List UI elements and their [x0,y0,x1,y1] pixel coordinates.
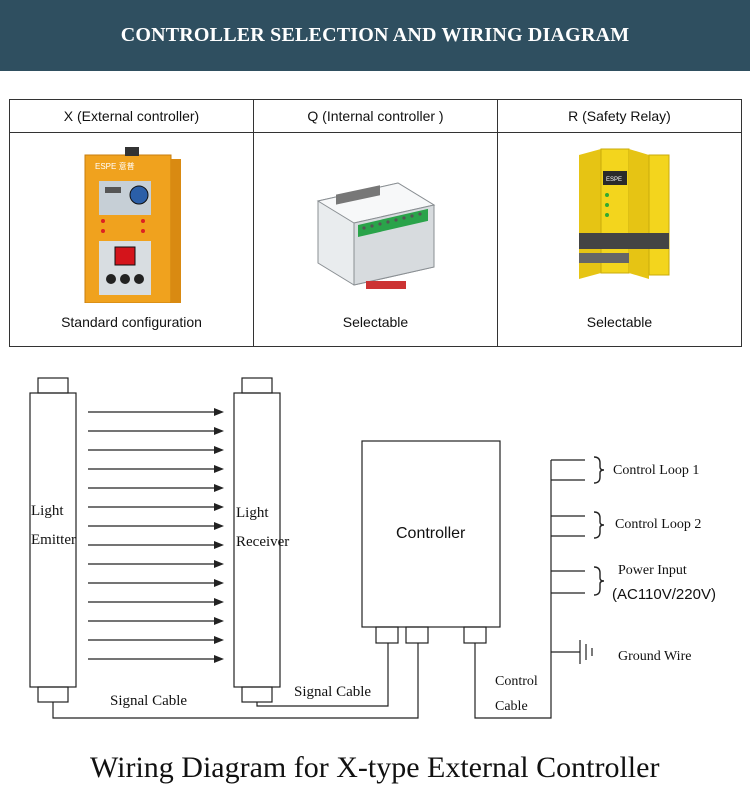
brace-marks [593,456,605,596]
page-title: CONTROLLER SELECTION AND WIRING DIAGRAM [120,24,630,46]
controller-options-table: X (External controller) Q (Internal cont… [9,99,742,347]
receiver-label-line1: Light [236,505,269,521]
control-cable-wire [474,460,552,719]
light-beam-arrowhead [214,617,224,625]
controller-port-3 [463,626,487,644]
receiver-label-line2: Receiver [236,534,289,550]
x-brand-label: ESPE 意普 [95,161,135,171]
external-controller-image: ESPE 意普 [84,147,181,303]
control-loop-1-label: Control Loop 1 [613,463,699,478]
emitter-bottom-cap [37,686,69,703]
light-beam-arrowhead [214,408,224,416]
controller-port-1 [375,626,399,644]
light-beam-arrowhead [214,560,224,568]
option-r-header: R (Safety Relay) [497,99,742,133]
light-beam-arrowhead [214,598,224,606]
wiring-diagram: Light Emitter Light Receiver Signal Cabl… [29,377,716,784]
light-beam-arrowhead [214,522,224,530]
receiver-bottom-cap [241,686,273,703]
controller-port-2 [405,626,429,644]
signal-cable-label-1: Signal Cable [110,693,187,709]
power-input-label: Power Input [618,563,687,578]
emitter-label-line2: Emitter [31,532,76,548]
light-beam-arrowhead [214,465,224,473]
option-q-cell: Selectable [253,132,498,347]
receiver-top-cap [241,377,273,394]
option-q-caption: Selectable [342,314,409,330]
option-x-caption: Standard configuration [61,314,202,330]
option-x-cell: ESPE 意普 Standard configuration [9,132,254,347]
internal-controller-image [316,182,435,289]
control-loop-2-label: Control Loop 2 [615,517,701,532]
controller-label: Controller [396,525,466,542]
light-beam-arrowhead [214,446,224,454]
control-cable-label-line2: Cable [495,699,528,714]
ground-wire-label: Ground Wire [618,649,691,664]
light-beam-arrowhead [214,636,224,644]
light-beam-arrowhead [214,427,224,435]
signal-cable-label-2: Signal Cable [294,684,371,700]
light-beam-arrowhead [214,541,224,549]
signal-cable-emitter-wire [52,643,419,719]
emitter-label-line1: Light [31,503,64,519]
signal-cable-receiver-wire [256,643,389,707]
option-r-caption: Selectable [586,314,653,330]
option-q-header: Q (Internal controller ) [253,99,498,133]
option-r-cell: ESPE Selectable [497,132,742,347]
light-beam-arrowhead [214,484,224,492]
diagram-caption: Wiring Diagram for X-type External Contr… [90,751,659,784]
safety-relay-image: ESPE [578,148,669,279]
light-beam-arrowhead [214,503,224,511]
r-brand-label: ESPE [606,177,622,183]
controller-box [361,440,501,628]
light-beams [88,408,224,663]
header-banner: CONTROLLER SELECTION AND WIRING DIAGRAM [0,0,750,71]
power-spec-label: (AC110V/220V) [612,586,716,603]
light-beam-arrowhead [214,655,224,663]
control-cable-label-line1: Control [495,674,538,689]
option-x-header: X (External controller) [9,99,254,133]
emitter-top-cap [37,377,69,394]
light-beam-arrowhead [214,579,224,587]
